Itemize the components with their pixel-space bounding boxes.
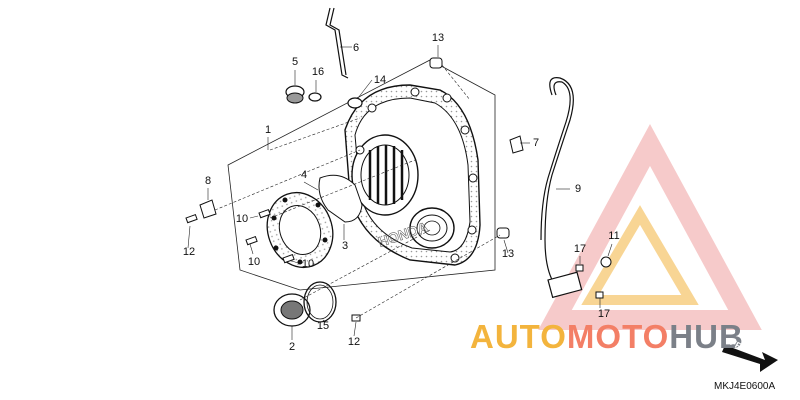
callout-15: 15 [316, 320, 330, 332]
callout-8: 8 [204, 175, 212, 187]
callout-9: 9 [574, 183, 582, 195]
callout-5: 5 [291, 56, 299, 68]
clamp [509, 135, 524, 154]
callout-10-b: 10 [247, 256, 261, 268]
callout-10-c: 10 [301, 258, 315, 270]
callout-4: 4 [300, 169, 308, 181]
callout-2: 2 [288, 341, 296, 353]
dowel-pin [429, 57, 510, 239]
callout-13-b: 13 [501, 248, 515, 260]
small-bolts [575, 256, 612, 299]
front-direction-arrow [722, 345, 778, 372]
plug [347, 97, 363, 109]
o-ring [303, 281, 337, 323]
clutch-cover: HONDA [344, 84, 481, 266]
callout-1: 1 [264, 124, 272, 136]
watermark-triangle-logo [538, 124, 762, 330]
ring-plate [266, 192, 334, 268]
bracket [199, 199, 217, 219]
callout-3: 3 [341, 240, 349, 252]
callout-11: 11 [608, 230, 620, 242]
callout-17-a: 17 [573, 243, 587, 255]
diagram-part-code: MKJ4E0600A [714, 381, 776, 392]
dipstick [325, 7, 349, 79]
cap [273, 293, 311, 327]
callout-12-b: 12 [347, 336, 361, 348]
watermark-part-1: AUTO [470, 318, 567, 355]
callout-6: 6 [352, 42, 360, 54]
callout-17-b: 17 [597, 308, 611, 320]
watermark-text: AUTOMOTOHUB [470, 318, 744, 356]
callout-14: 14 [373, 74, 387, 86]
watermark-part-2: MOTO [566, 318, 670, 355]
callout-13-a: 13 [431, 32, 445, 44]
oil-filler-cap [285, 85, 305, 104]
callout-16: 16 [311, 66, 325, 78]
wire-harness [540, 77, 583, 299]
callout-12-a: 12 [182, 246, 196, 258]
leader-lines [187, 45, 613, 340]
gasket [318, 174, 363, 223]
callout-10-a: 10 [235, 213, 249, 225]
callout-7: 7 [532, 137, 540, 149]
small-o-ring [308, 92, 322, 102]
watermark-part-3: HUB [669, 318, 744, 355]
